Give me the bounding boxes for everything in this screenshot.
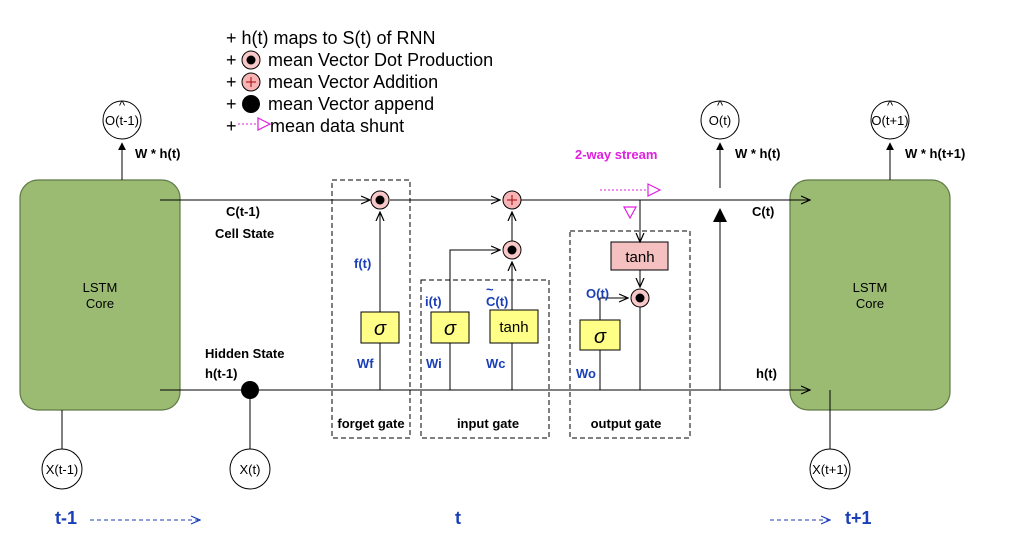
o-cur-label: O(t) xyxy=(709,113,731,128)
output-sigma-box xyxy=(579,319,621,351)
ct-label: C(t) xyxy=(486,294,508,309)
input-next: X(t+1) xyxy=(809,390,851,490)
t-next-label: t+1 xyxy=(845,508,872,528)
two-way-stream-label: 2-way stream xyxy=(575,147,657,162)
hat-mark: ^ xyxy=(717,98,724,113)
vector-append-icon xyxy=(242,95,260,113)
wc-label: Wc xyxy=(486,356,506,371)
wo-label: Wo xyxy=(576,366,596,381)
forget-dot-node xyxy=(370,190,390,210)
ct-tilde: ~ xyxy=(486,282,494,297)
legend-plus-3: + xyxy=(226,72,237,92)
input-prev: X(t-1) xyxy=(41,410,83,490)
output-prev: O(t-1) ^ W * h(t) xyxy=(102,98,180,180)
output-sigma-wire-out xyxy=(599,298,628,320)
wf-label: Wf xyxy=(357,356,374,371)
vector-addition-icon xyxy=(241,72,261,92)
legend-line-4: mean Vector append xyxy=(268,94,434,114)
input-sigma: σ xyxy=(444,318,457,340)
data-shunt-icon xyxy=(238,117,272,131)
input-dot-node xyxy=(502,240,522,260)
o-prev-label: O(t-1) xyxy=(105,113,139,128)
w-cur-label: W * h(t) xyxy=(735,146,780,161)
legend-line-1: + h(t) maps to S(t) of RNN xyxy=(226,28,436,48)
legend-line-3: mean Vector Addition xyxy=(268,72,438,92)
hidden-up-arrowhead xyxy=(713,208,727,222)
forget-gate-caption: forget gate xyxy=(337,416,404,431)
x-cur-label: X(t) xyxy=(240,462,261,477)
legend-line-5: mean data shunt xyxy=(270,116,404,136)
x-prev-label: X(t-1) xyxy=(46,462,79,477)
h-cur-label: h(t) xyxy=(756,366,777,381)
c-prev-label: C(t-1) xyxy=(226,204,260,219)
input-tanh: tanh xyxy=(499,319,528,336)
lstm-core-right xyxy=(789,179,951,411)
input-sigma-box xyxy=(430,311,470,344)
t-cur-label: t xyxy=(455,508,461,528)
cell-add-node xyxy=(502,190,522,210)
legend-plus-5: + xyxy=(226,116,237,136)
input-gate-caption: input gate xyxy=(457,416,519,431)
forget-sigma: σ xyxy=(374,318,387,340)
c-cur-label: C(t) xyxy=(752,204,774,219)
forget-sigma-box xyxy=(360,311,400,344)
hidden-state-label: Hidden State xyxy=(205,346,284,361)
x-next-label: X(t+1) xyxy=(812,462,848,477)
output-next: O(t+1) ^ W * h(t+1) xyxy=(870,98,965,180)
o-next-label: O(t+1) xyxy=(871,113,908,128)
dot-product-icon xyxy=(241,50,261,70)
it-label: i(t) xyxy=(425,294,442,309)
w-prev-label: W * h(t) xyxy=(135,146,180,161)
output-dot-node xyxy=(630,288,650,308)
ot-label: O(t) xyxy=(586,286,609,301)
legend-plus-4: + xyxy=(226,94,237,114)
legend-line-2: mean Vector Dot Production xyxy=(268,50,493,70)
input-sigma-wire-out xyxy=(449,250,500,312)
legend-plus-2: + xyxy=(226,50,237,70)
lstm-core-left xyxy=(19,179,181,411)
t-prev-label: t-1 xyxy=(55,508,77,528)
left-core-label-1: LSTM xyxy=(83,280,118,295)
output-cur: O(t) ^ W * h(t) xyxy=(700,98,780,188)
input-gate-box xyxy=(420,279,550,439)
wi-label: Wi xyxy=(426,356,442,371)
output-tanh: tanh xyxy=(625,249,654,266)
cell-state-label: Cell State xyxy=(215,226,274,241)
right-core-label-2: Core xyxy=(856,296,884,311)
output-gate-caption: output gate xyxy=(591,416,662,431)
legend: + h(t) maps to S(t) of RNN + mean Vector… xyxy=(226,28,493,136)
output-sigma: σ xyxy=(594,326,607,348)
forget-gate-box xyxy=(331,179,411,439)
input-tanh-box xyxy=(489,309,539,344)
right-core-label-1: LSTM xyxy=(853,280,888,295)
output-tanh-box xyxy=(610,241,669,271)
hat-mark: ^ xyxy=(887,98,894,113)
h-prev-label: h(t-1) xyxy=(205,366,238,381)
left-core-label-2: Core xyxy=(86,296,114,311)
ft-label: f(t) xyxy=(354,256,371,271)
input-cur: X(t) xyxy=(229,390,271,490)
w-next-label: W * h(t+1) xyxy=(905,146,965,161)
two-way-stream-shunt xyxy=(600,183,662,242)
output-gate-box xyxy=(569,230,691,439)
hat-mark: ^ xyxy=(119,98,126,113)
append-node xyxy=(241,381,259,399)
